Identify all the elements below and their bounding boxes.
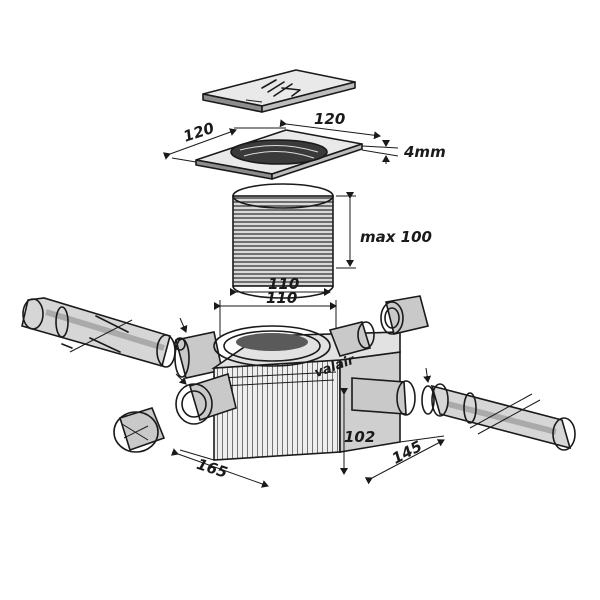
dimension-extension-height: max 100 [336, 192, 432, 269]
loose-cap-top-right [380, 295, 429, 335]
label-body-inlet-diameter: 110 [266, 289, 297, 307]
rear-connector [328, 321, 375, 357]
label-extension-diameter: 110 [268, 275, 299, 293]
grate-cover [202, 69, 356, 113]
dimension-grate-depth: 120 [279, 110, 381, 140]
left-connector [174, 317, 223, 379]
loose-cap-bottom-left [113, 407, 166, 453]
label-body-height: 102 [344, 428, 375, 446]
extension-ring [232, 183, 334, 299]
front-connector [175, 372, 237, 425]
dimension-extension-diameter: 110 [230, 275, 331, 296]
dimension-grate-thickness: 4mm [361, 140, 446, 164]
grate-frame [195, 129, 363, 180]
label-extension-height: max 100 [360, 228, 432, 246]
dimension-body-height: 102 [340, 388, 375, 475]
right-inlet-pipe [430, 383, 576, 451]
right-connector [351, 367, 435, 416]
label-grate-depth: 120 [314, 110, 345, 128]
label-grate-width: 120 [181, 119, 216, 146]
left-inlet-pipe [21, 297, 176, 368]
dimension-body-inlet-diameter: 110 [214, 289, 337, 336]
label-grate-thickness: 4mm [403, 143, 446, 161]
